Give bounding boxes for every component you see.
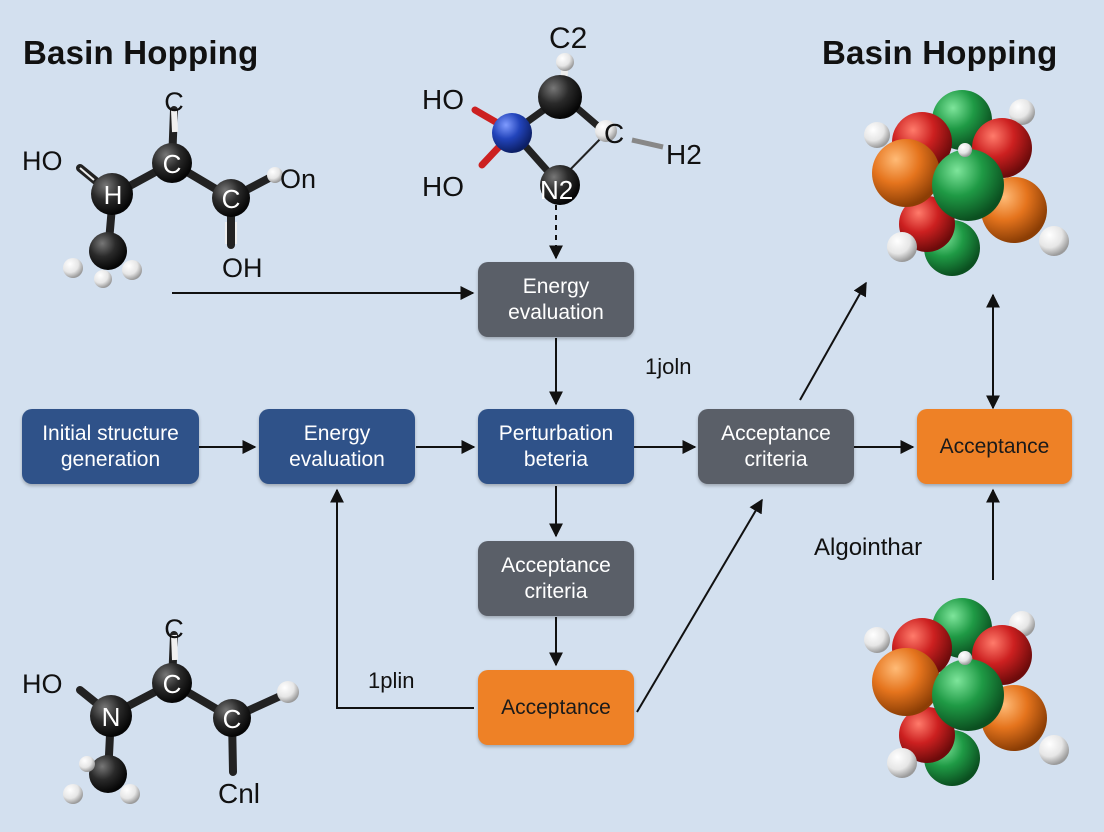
label-join: 1joln bbox=[645, 354, 692, 379]
m3-right-c-label: C bbox=[223, 704, 242, 734]
m3-bottom-label: Cnl bbox=[218, 778, 260, 809]
m2-c-label: C bbox=[604, 118, 624, 149]
acceptance-criteria-right-box: Acceptance criteria bbox=[698, 409, 854, 484]
arrow-acceptance-to-criteria bbox=[636, 498, 763, 713]
m1-mid-c-label: C bbox=[163, 149, 182, 179]
m1-bottom-label: OH bbox=[222, 253, 263, 283]
m1-left-label: HO bbox=[22, 146, 63, 176]
arrow-acceptance-loop-back bbox=[330, 488, 474, 709]
m3-left-label: HO bbox=[22, 669, 63, 699]
acceptance-right-box: Acceptance bbox=[917, 409, 1072, 484]
m1-right-c-label: C bbox=[222, 184, 241, 214]
title-left: Basin Hopping bbox=[23, 34, 259, 71]
energy-evaluation-box: Energy evaluation bbox=[259, 409, 415, 484]
label-plin: 1plin bbox=[368, 668, 415, 693]
perturbation-box: Perturbation beteria bbox=[478, 409, 634, 484]
molecule-bottom-left: C HO N C C Cnl bbox=[22, 614, 299, 809]
m3-n-label: N bbox=[102, 702, 121, 732]
acceptance-criteria-mid-box: Acceptance criteria bbox=[478, 541, 634, 616]
acceptance-bottom-box: Acceptance bbox=[478, 670, 634, 745]
atom-cluster-bottom bbox=[864, 598, 1069, 786]
atom-cluster-top bbox=[864, 90, 1069, 276]
m2-ho2-label: HO bbox=[422, 171, 464, 202]
initial-structure-box: Initial structure generation bbox=[22, 409, 199, 484]
m1-center-h-label: H bbox=[104, 180, 123, 210]
molecule-top-left: C HO H C C On OH bbox=[22, 87, 316, 288]
m1-right-label: On bbox=[280, 164, 316, 194]
m2-top-label: C2 bbox=[549, 22, 587, 55]
m3-top-label: C bbox=[164, 614, 184, 644]
energy-evaluation-top-box: Energy evaluation bbox=[478, 262, 634, 337]
molecule-top-center: C2 HO HO C H2 N2 bbox=[422, 22, 702, 205]
flow-arrows bbox=[172, 205, 1000, 713]
title-right: Basin Hopping bbox=[822, 34, 1058, 71]
m3-mid-c-label: C bbox=[163, 669, 182, 699]
arrow-criteria-to-cluster-top bbox=[799, 281, 867, 401]
m2-h2-label: H2 bbox=[666, 139, 702, 170]
m2-n-label: N2 bbox=[540, 175, 573, 205]
m2-ho1-label: HO bbox=[422, 84, 464, 115]
m1-top-label: C bbox=[164, 87, 184, 117]
label-algorithm: Algointhar bbox=[814, 534, 923, 561]
